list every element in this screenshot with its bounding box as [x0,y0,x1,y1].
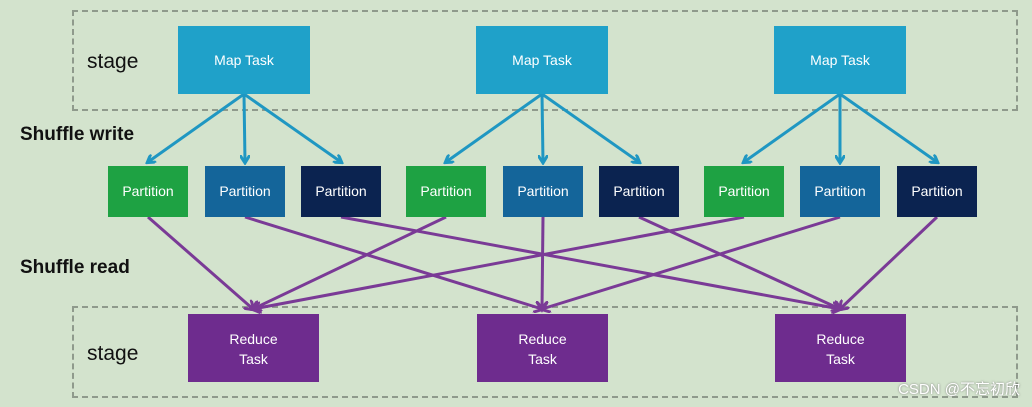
write-arrow-3-7 [744,92,841,162]
reduce-task-2-line2: Task [528,351,557,367]
reduce-task-1-line1: Reduce [229,330,278,347]
read-arrow-5-2 [542,216,543,309]
partition-2: Partition [205,166,285,217]
write-arrow-2-6 [541,92,639,162]
partition-4: Partition [406,166,486,217]
watermark: CSDN @不忘初欣 [898,381,1020,398]
write-arrow-3-9 [839,92,937,162]
read-arrow-2-2 [244,215,542,309]
read-arrow-8-2 [542,215,841,309]
write-arrow-1-2 [244,93,245,162]
partition-3: Partition [301,166,381,217]
stage-label-top: stage [87,50,139,73]
write-arrow-2-5 [542,93,543,162]
shuffle-read-label: Shuffle read [20,257,130,278]
read-arrow-9-3 [840,215,939,309]
partition-1: Partition [108,166,188,217]
shuffle-write-label: Shuffle write [20,124,135,145]
partition-9: Partition [897,166,977,217]
reduce-task-3-line2: Task [826,351,855,367]
reduce-task-2-line1: Reduce [518,330,567,347]
stage-container-top [72,10,1018,111]
partition-8: Partition [800,166,880,217]
partition-6: Partition [599,166,679,217]
map-task-2: Map Task [476,26,608,94]
partition-7: Partition [704,166,784,217]
reduce-task-3-line1: Reduce [816,330,865,347]
read-arrow-1-1 [147,215,253,309]
read-arrow-3-3 [340,215,840,309]
read-arrow-7-1 [253,215,745,309]
partition-5: Partition [503,166,583,217]
write-arrow-1-1 [148,92,245,162]
read-arrow-4-1 [253,215,447,309]
read-arrow-6-3 [638,215,840,309]
stage-label-bottom: stage [87,342,139,365]
reduce-task-1-line2: Task [239,351,268,367]
write-arrow-2-4 [446,92,543,162]
write-arrow-1-3 [243,92,341,162]
map-task-3: Map Task [774,26,906,94]
map-task-1: Map Task [178,26,310,94]
